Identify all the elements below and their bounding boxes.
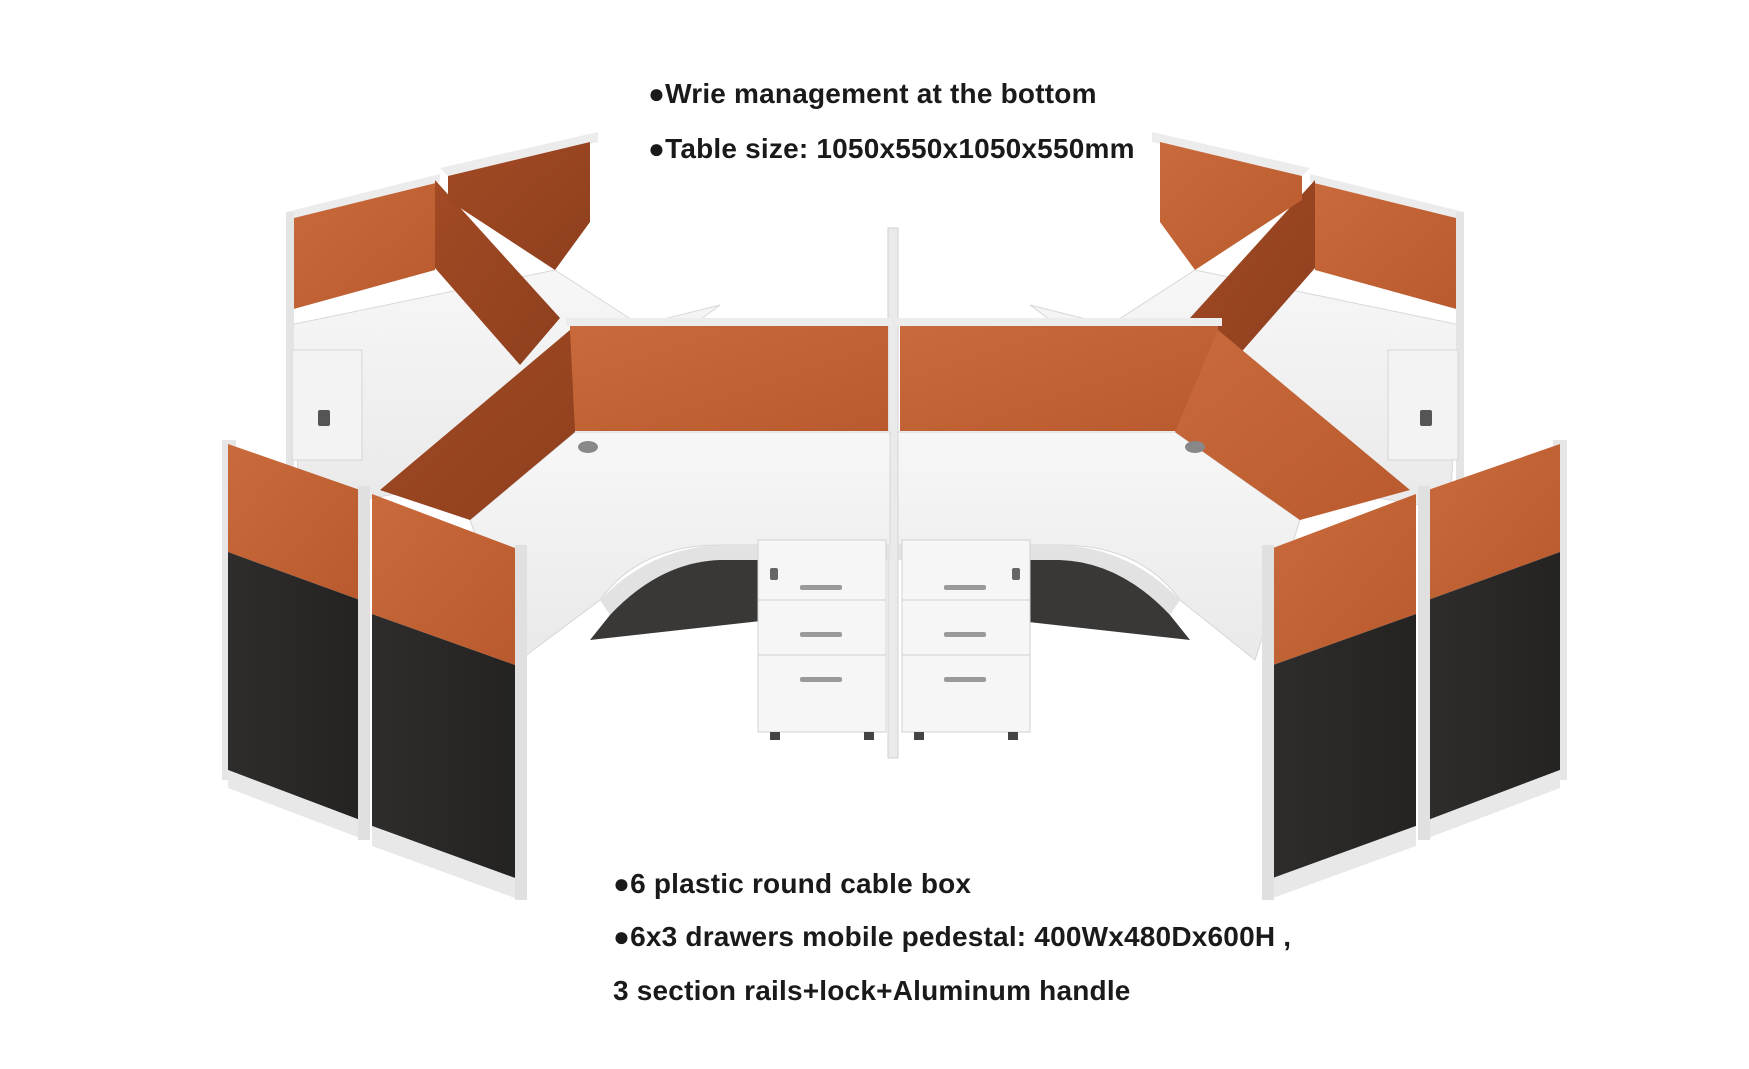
front-left-desk bbox=[380, 318, 892, 661]
mobile-pedestal-right bbox=[901, 539, 1031, 740]
front-right-screens bbox=[1262, 440, 1567, 900]
spec-wire-management: ●Wrie management at the bottom bbox=[648, 78, 1097, 109]
cable-box-icon bbox=[578, 441, 598, 453]
spec-rails-lock-handle: 3 section rails+lock+Aluminum handle bbox=[613, 975, 1131, 1006]
cable-box-icon bbox=[1185, 441, 1205, 453]
spec-pedestal: ●6x3 drawers mobile pedestal: 400Wx480Dx… bbox=[613, 921, 1292, 952]
front-left-screens bbox=[222, 440, 527, 900]
front-right-desk bbox=[896, 318, 1410, 661]
mobile-pedestal-left bbox=[757, 539, 887, 740]
spec-cable-box: ●6 plastic round cable box bbox=[613, 868, 972, 899]
spec-table-size: ●Table size: 1050x550x1050x550mm bbox=[648, 133, 1135, 164]
